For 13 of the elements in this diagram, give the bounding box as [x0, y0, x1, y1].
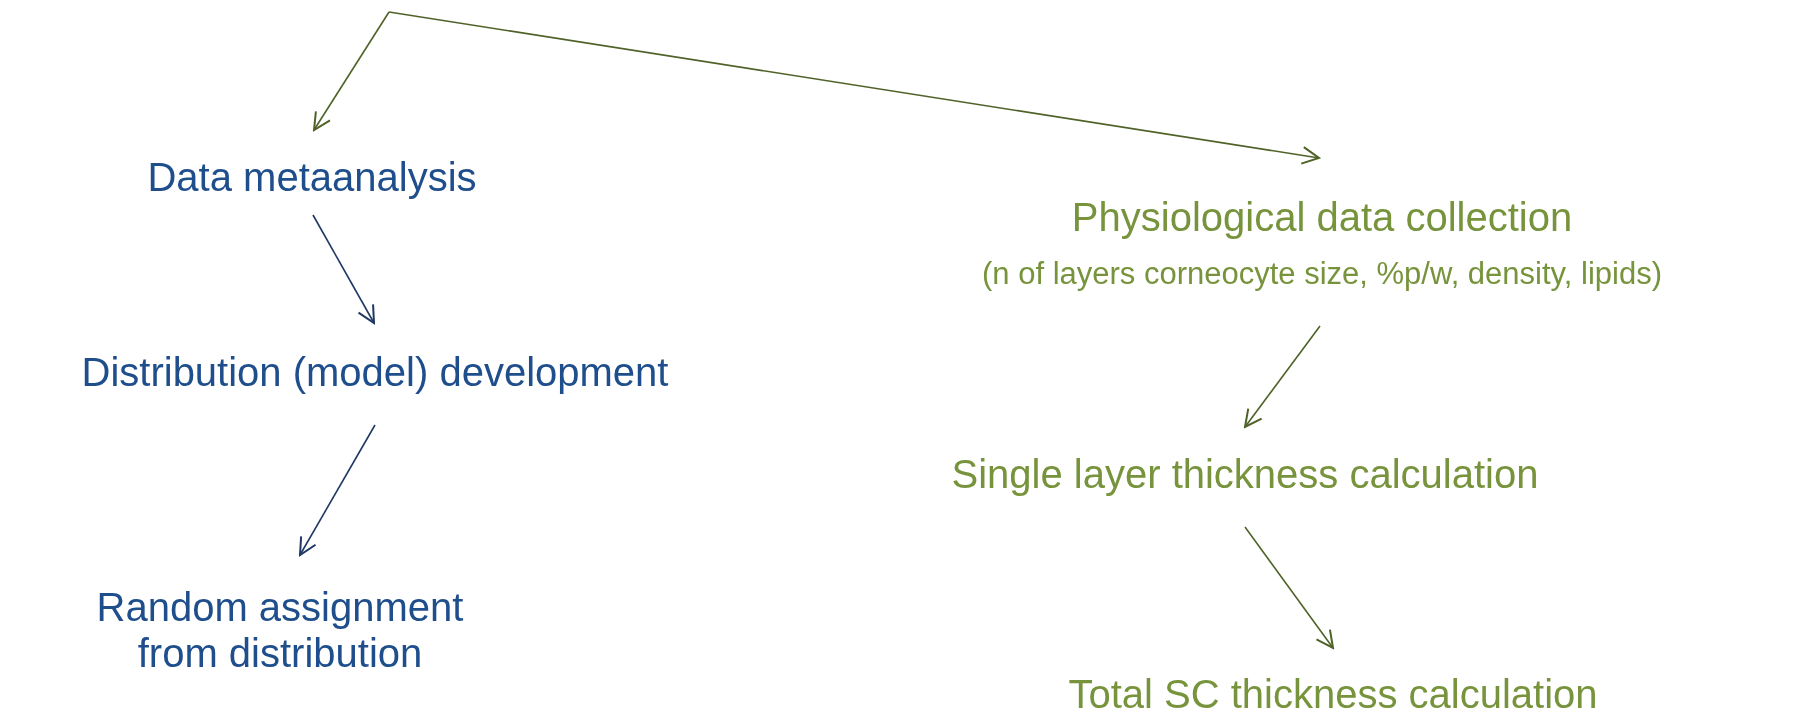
arrow — [388, 11, 1320, 165]
node-label: Total SC thickness calculation — [1068, 671, 1598, 714]
node-label: Data metaanalysis — [147, 154, 477, 200]
node-heading: Physiological data collection — [1070, 194, 1574, 240]
node-label: Distribution (model) development — [81, 349, 669, 395]
node-label: Random assignment from distribution — [70, 584, 490, 676]
arrow — [312, 214, 375, 324]
arrow — [313, 11, 390, 131]
arrow — [1244, 526, 1334, 649]
node-description: (n of layers corneocyte size, %p/w, density, lipids) — [982, 255, 1662, 293]
arrow — [1244, 325, 1321, 428]
node-label: Single layer thickness calculation — [951, 451, 1539, 497]
arrow — [299, 424, 376, 556]
